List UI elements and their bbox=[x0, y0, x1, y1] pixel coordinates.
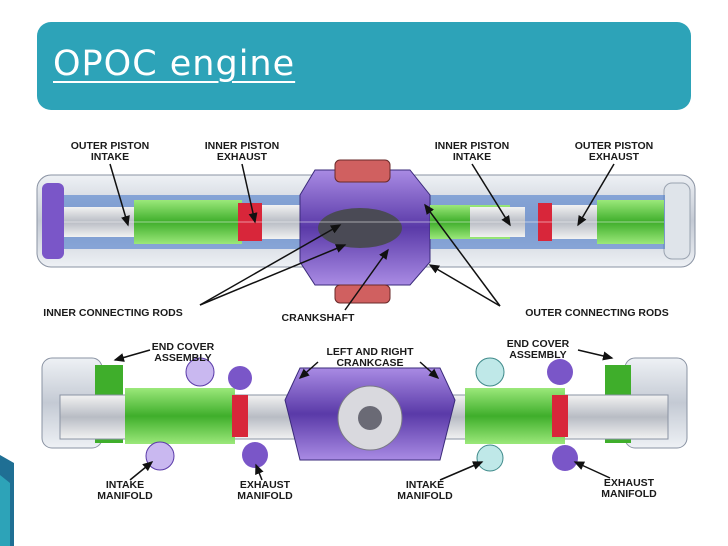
slide-title: OPOC engine bbox=[53, 44, 296, 84]
label-exhaust-manifold-right: EXHAUST MANIFOLD bbox=[573, 461, 657, 500]
label-crankcase: LEFT AND RIGHT CRANKCASE bbox=[298, 346, 440, 379]
label-exhaust-manifold-left: EXHAUST MANIFOLD bbox=[237, 463, 293, 502]
label-inner-piston-exhaust: INNER PISTON EXHAUST bbox=[205, 140, 279, 224]
label-end-cover-right: END COVER ASSEMBLY bbox=[507, 338, 614, 361]
svg-text:INNER CONNECTING RODS: INNER CONNECTING RODS bbox=[43, 307, 182, 319]
svg-text:ASSEMBLY: ASSEMBLY bbox=[154, 352, 211, 364]
svg-text:OUTER PISTON: OUTER PISTON bbox=[71, 140, 150, 152]
svg-text:END COVER: END COVER bbox=[507, 338, 570, 350]
svg-text:INTAKE: INTAKE bbox=[91, 151, 129, 163]
bottom-view-engine bbox=[41, 357, 688, 472]
label-inner-connecting-rods: INNER CONNECTING RODS bbox=[43, 224, 347, 319]
svg-text:INTAKE: INTAKE bbox=[106, 479, 144, 491]
svg-text:LEFT AND RIGHT: LEFT AND RIGHT bbox=[326, 346, 414, 358]
svg-text:OUTER CONNECTING RODS: OUTER CONNECTING RODS bbox=[525, 307, 669, 319]
svg-text:MANIFOLD: MANIFOLD bbox=[601, 488, 657, 500]
svg-text:MANIFOLD: MANIFOLD bbox=[397, 490, 453, 502]
svg-text:CRANKSHAFT: CRANKSHAFT bbox=[282, 312, 355, 324]
svg-text:INTAKE: INTAKE bbox=[406, 479, 444, 491]
svg-text:EXHAUST: EXHAUST bbox=[240, 479, 291, 491]
svg-text:OUTER PISTON: OUTER PISTON bbox=[575, 140, 654, 152]
svg-text:EXHAUST: EXHAUST bbox=[217, 151, 268, 163]
svg-text:EXHAUST: EXHAUST bbox=[589, 151, 640, 163]
svg-text:MANIFOLD: MANIFOLD bbox=[97, 490, 153, 502]
left-accent-decoration bbox=[0, 455, 14, 546]
svg-text:END COVER: END COVER bbox=[152, 341, 215, 353]
label-intake-manifold-left: INTAKE MANIFOLD bbox=[97, 461, 154, 502]
label-crankshaft: CRANKSHAFT bbox=[282, 248, 389, 324]
label-outer-piston-exhaust: OUTER PISTON EXHAUST bbox=[575, 140, 654, 227]
label-end-cover-left: END COVER ASSEMBLY bbox=[113, 341, 215, 364]
top-view-engine bbox=[36, 159, 696, 304]
svg-text:INNER PISTON: INNER PISTON bbox=[435, 140, 509, 152]
label-outer-connecting-rods: OUTER CONNECTING RODS bbox=[424, 203, 669, 319]
label-intake-manifold-right: INTAKE MANIFOLD bbox=[397, 461, 484, 502]
svg-text:CRANKCASE: CRANKCASE bbox=[336, 357, 403, 369]
svg-text:INNER PISTON: INNER PISTON bbox=[205, 140, 279, 152]
label-outer-piston-intake: OUTER PISTON INTAKE bbox=[71, 140, 150, 227]
svg-text:MANIFOLD: MANIFOLD bbox=[237, 490, 293, 502]
svg-text:EXHAUST: EXHAUST bbox=[604, 477, 655, 489]
svg-text:INTAKE: INTAKE bbox=[453, 151, 491, 163]
label-inner-piston-intake: INNER PISTON INTAKE bbox=[435, 140, 511, 227]
svg-text:ASSEMBLY: ASSEMBLY bbox=[509, 349, 566, 361]
title-banner: OPOC engine bbox=[37, 22, 691, 110]
